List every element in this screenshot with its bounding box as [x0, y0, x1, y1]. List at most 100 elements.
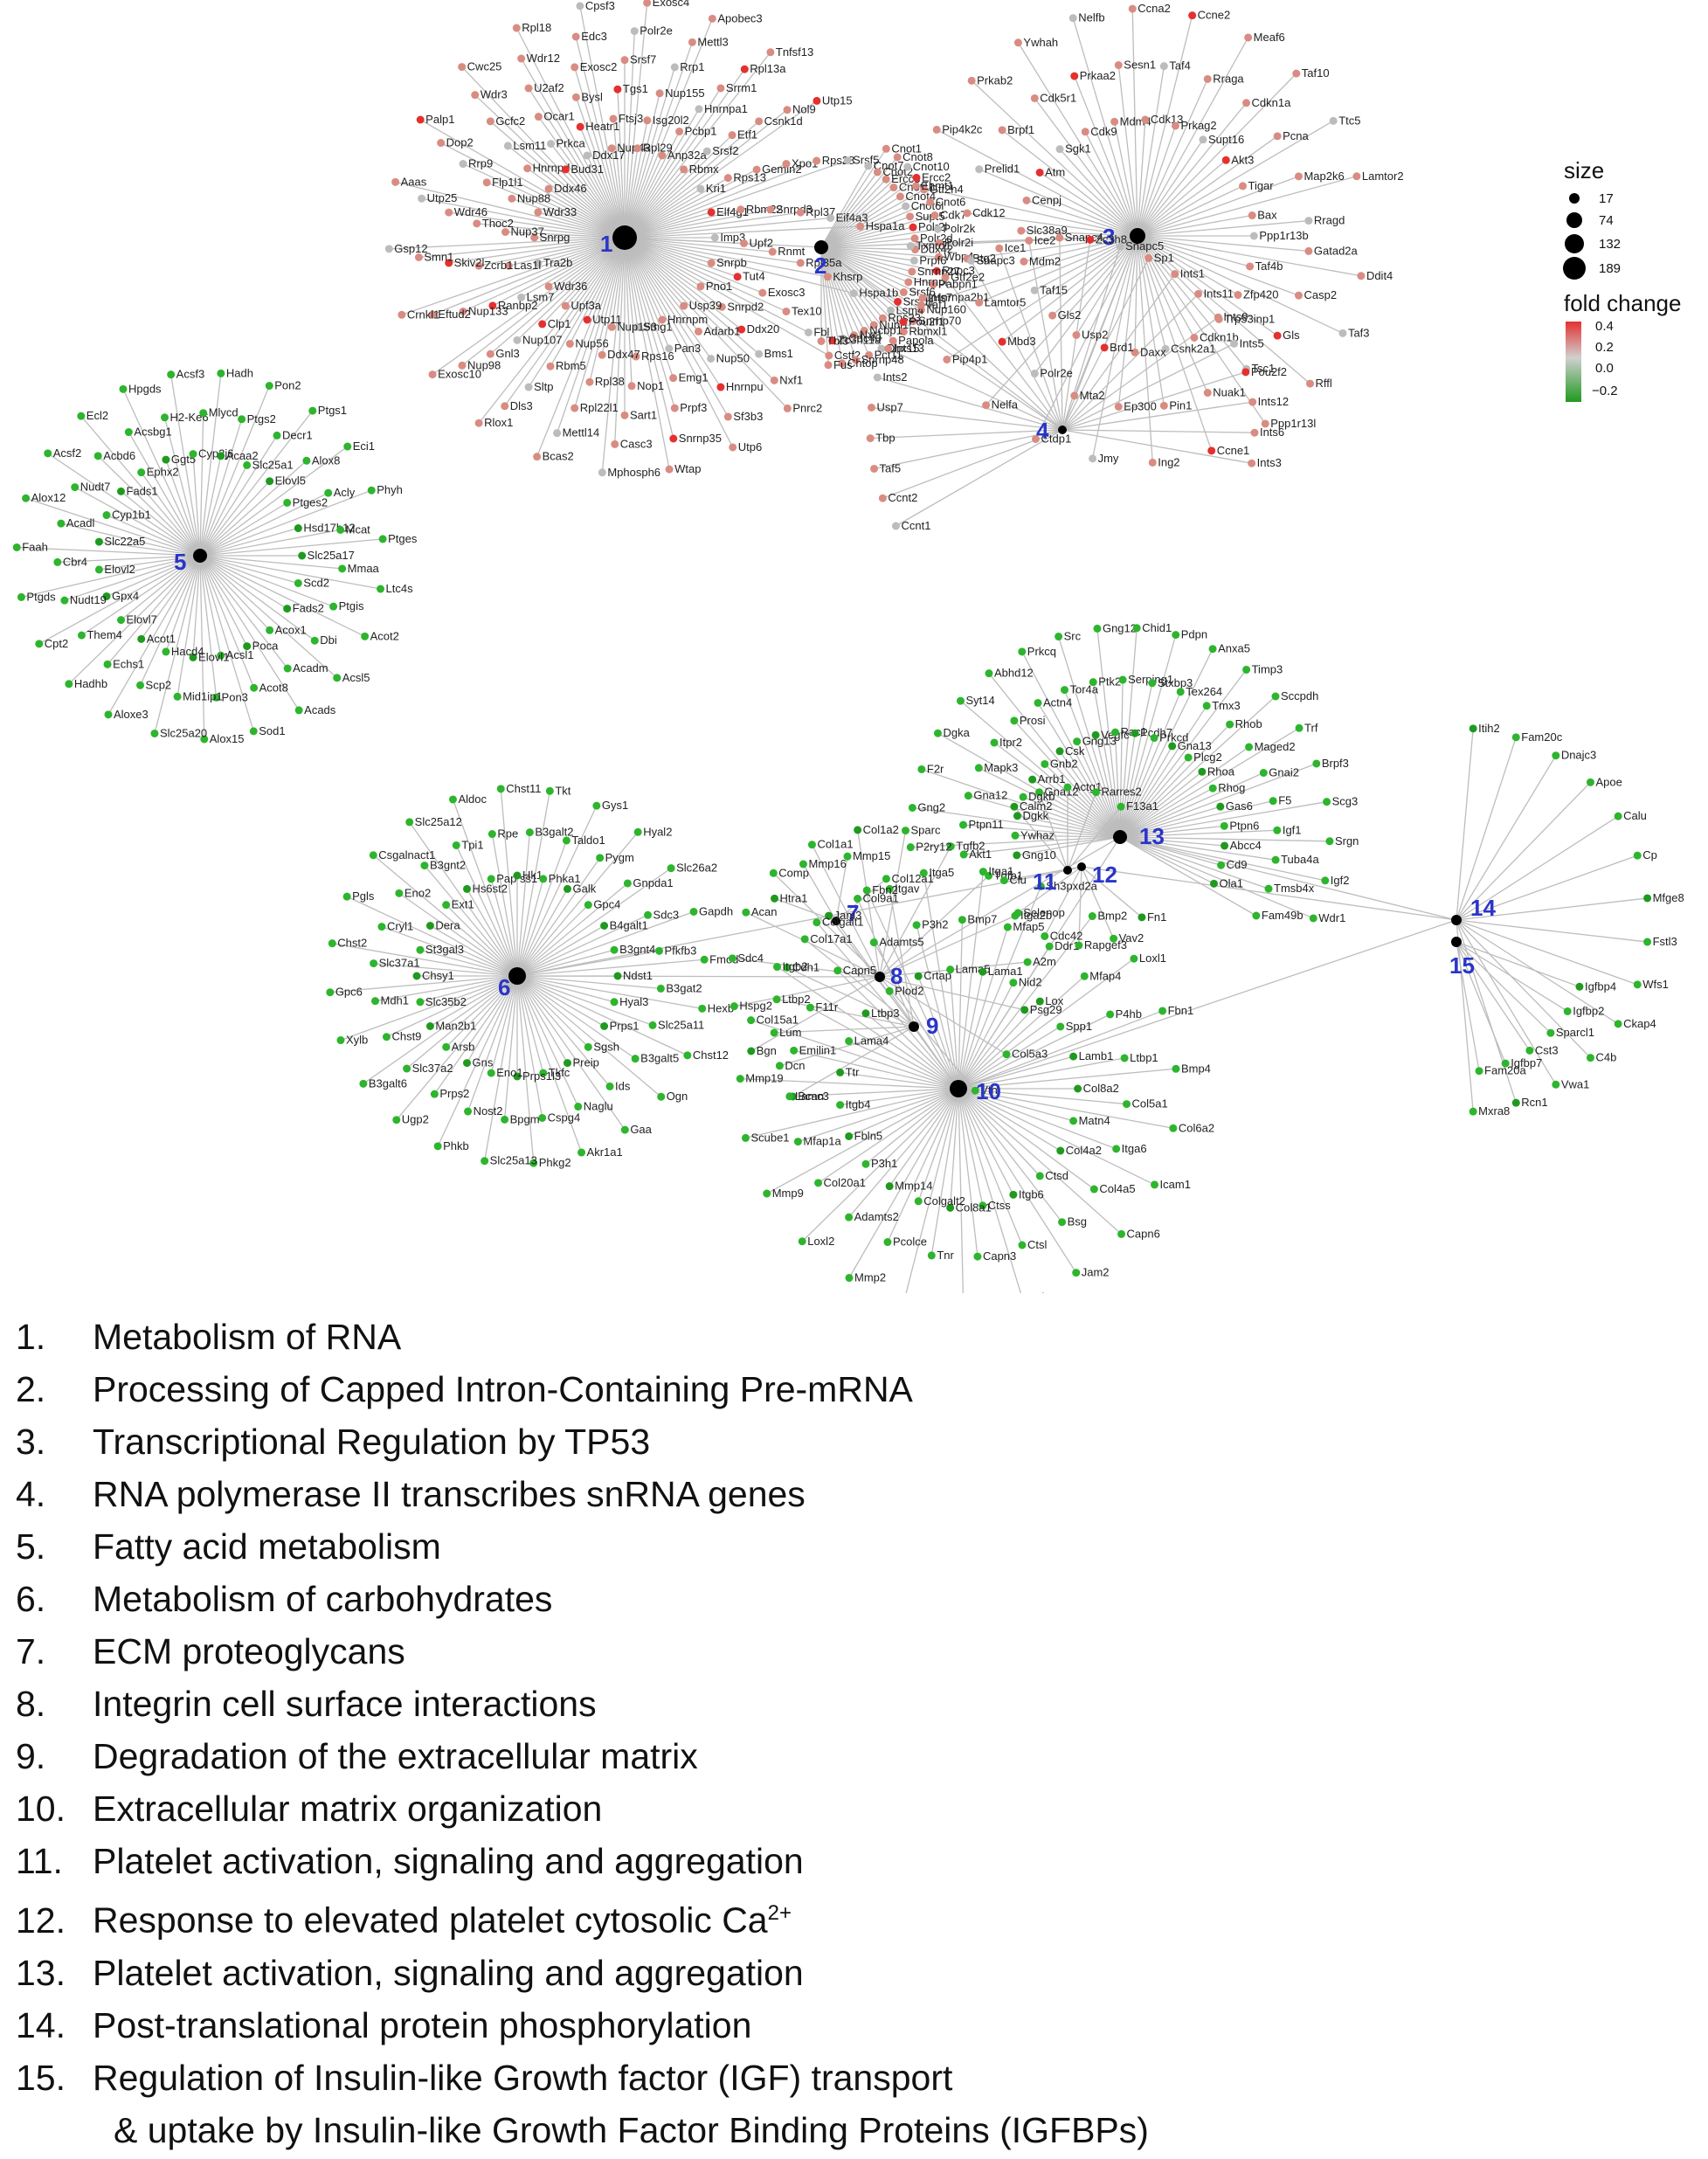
gene-edge [624, 237, 685, 307]
gene-edge [579, 5, 626, 239]
gene-node [1294, 291, 1303, 300]
size-legend-title: size [1564, 157, 1604, 183]
gene-label: Slc25a17 [308, 549, 355, 562]
gene-label: Utp11 [592, 313, 622, 326]
gene-node [958, 916, 966, 924]
gene-node [933, 225, 942, 233]
gene-label: Nup107 [522, 333, 563, 346]
gene-edge [740, 1077, 959, 1090]
gene-edge [910, 836, 1121, 848]
gene-edge [516, 791, 550, 977]
gene-edge [1001, 235, 1138, 343]
gene-node [747, 1016, 756, 1025]
gene-label: Mphosph6 [607, 466, 660, 479]
gene-node [273, 431, 281, 439]
gene-label: Itga1 [988, 865, 1013, 878]
gene-label: Las1l [514, 259, 541, 272]
gene-node [843, 852, 852, 861]
gene-node [1036, 882, 1045, 890]
gene-edge [624, 108, 700, 239]
gene-label: Xpo1 [792, 157, 818, 170]
gene-label: Ptgs1 [318, 404, 347, 417]
gene-edge [516, 949, 615, 977]
pathway-item: 9.Degradation of the extracellular matri… [16, 1730, 1676, 1782]
gene-label: P3h1 [871, 1157, 897, 1170]
gene-label: Elovl5 [275, 474, 306, 488]
gene-node [773, 963, 782, 972]
gene-label: Lsm7 [527, 290, 555, 303]
gene-node [1035, 1172, 1044, 1180]
gene-node [250, 683, 259, 692]
gene-edge [1119, 669, 1248, 838]
gene-node [1552, 751, 1560, 760]
gene-edge [199, 555, 248, 647]
gene-label: Scp2 [146, 678, 172, 691]
gene-label: Hyal2 [643, 825, 672, 838]
gene-node [770, 376, 778, 384]
gene-edge [516, 904, 589, 977]
gene-edge [199, 460, 308, 557]
gene-label: Itih2 [1478, 722, 1500, 735]
gene-label: Mettl3 [697, 35, 728, 48]
gene-node [1168, 742, 1177, 751]
gene-edge [484, 975, 518, 1161]
gene-edge [537, 237, 626, 264]
gene-node [1214, 313, 1222, 322]
pathway-item: 7.ECM proteoglycans [16, 1625, 1676, 1678]
gene-node [1271, 855, 1280, 864]
gene-node [742, 908, 750, 917]
gene-label: Spp1 [1066, 1020, 1092, 1033]
gene-edge [516, 805, 598, 977]
gene-edge [944, 277, 1063, 431]
gene-label: Ccnt1 [901, 519, 930, 532]
gene-node [1035, 788, 1044, 797]
gene-edge [993, 742, 1121, 838]
pathway-item: 4.RNA polymerase II transcribes snRNA ge… [16, 1468, 1676, 1520]
gene-node [796, 208, 805, 217]
gene-node [1248, 398, 1257, 406]
gene-label: Gnai2 [1269, 766, 1299, 779]
gene-edge [121, 490, 201, 557]
gene-node [416, 998, 425, 1007]
gene-node [249, 727, 258, 736]
gene-edge [1119, 680, 1124, 838]
gene-label: Sltp [534, 380, 553, 393]
gene-edge [170, 374, 201, 557]
gene-edge [409, 821, 518, 977]
gene-node [1643, 938, 1652, 946]
gene-label: Rlox1 [484, 416, 513, 429]
gene-label: Gls2 [1058, 308, 1082, 322]
gene-edge [1119, 836, 1276, 861]
gene-node [598, 350, 606, 359]
gene-label: Rpe [497, 827, 518, 841]
gene-node [1250, 428, 1259, 437]
gene-edge [363, 975, 518, 1084]
gene-edge [958, 1088, 1173, 1129]
gene-node [65, 680, 73, 689]
gene-label: Pdpn [1181, 628, 1207, 641]
gene-node [783, 963, 792, 972]
gene-node [943, 355, 951, 363]
gene-edge [107, 555, 201, 716]
gene-label: Usp2 [1082, 328, 1108, 341]
gene-node [971, 1086, 979, 1095]
gene-node [826, 214, 835, 223]
gene-node [584, 1042, 592, 1051]
gene-label: Cbr4 [63, 555, 87, 568]
gene-edge [624, 160, 817, 239]
gene-label: Tsc1 [1252, 362, 1276, 375]
gene-node [884, 344, 893, 353]
gene-label: Gng10 [1022, 848, 1056, 862]
gene-label: Preip [573, 1056, 599, 1069]
gene-edge [1074, 235, 1138, 397]
gene-edge [537, 116, 626, 239]
gene-node [800, 935, 809, 944]
gene-edge [516, 975, 661, 990]
gene-label: Rps23 [888, 311, 921, 324]
gene-node [570, 63, 579, 72]
gene-label: Nop1 [637, 379, 664, 392]
gene-label: Ttr [846, 1065, 861, 1078]
gene-label: Ptpn11 [969, 818, 1004, 831]
gene-edge [521, 58, 626, 239]
gene-label: Xylb [346, 1034, 368, 1047]
